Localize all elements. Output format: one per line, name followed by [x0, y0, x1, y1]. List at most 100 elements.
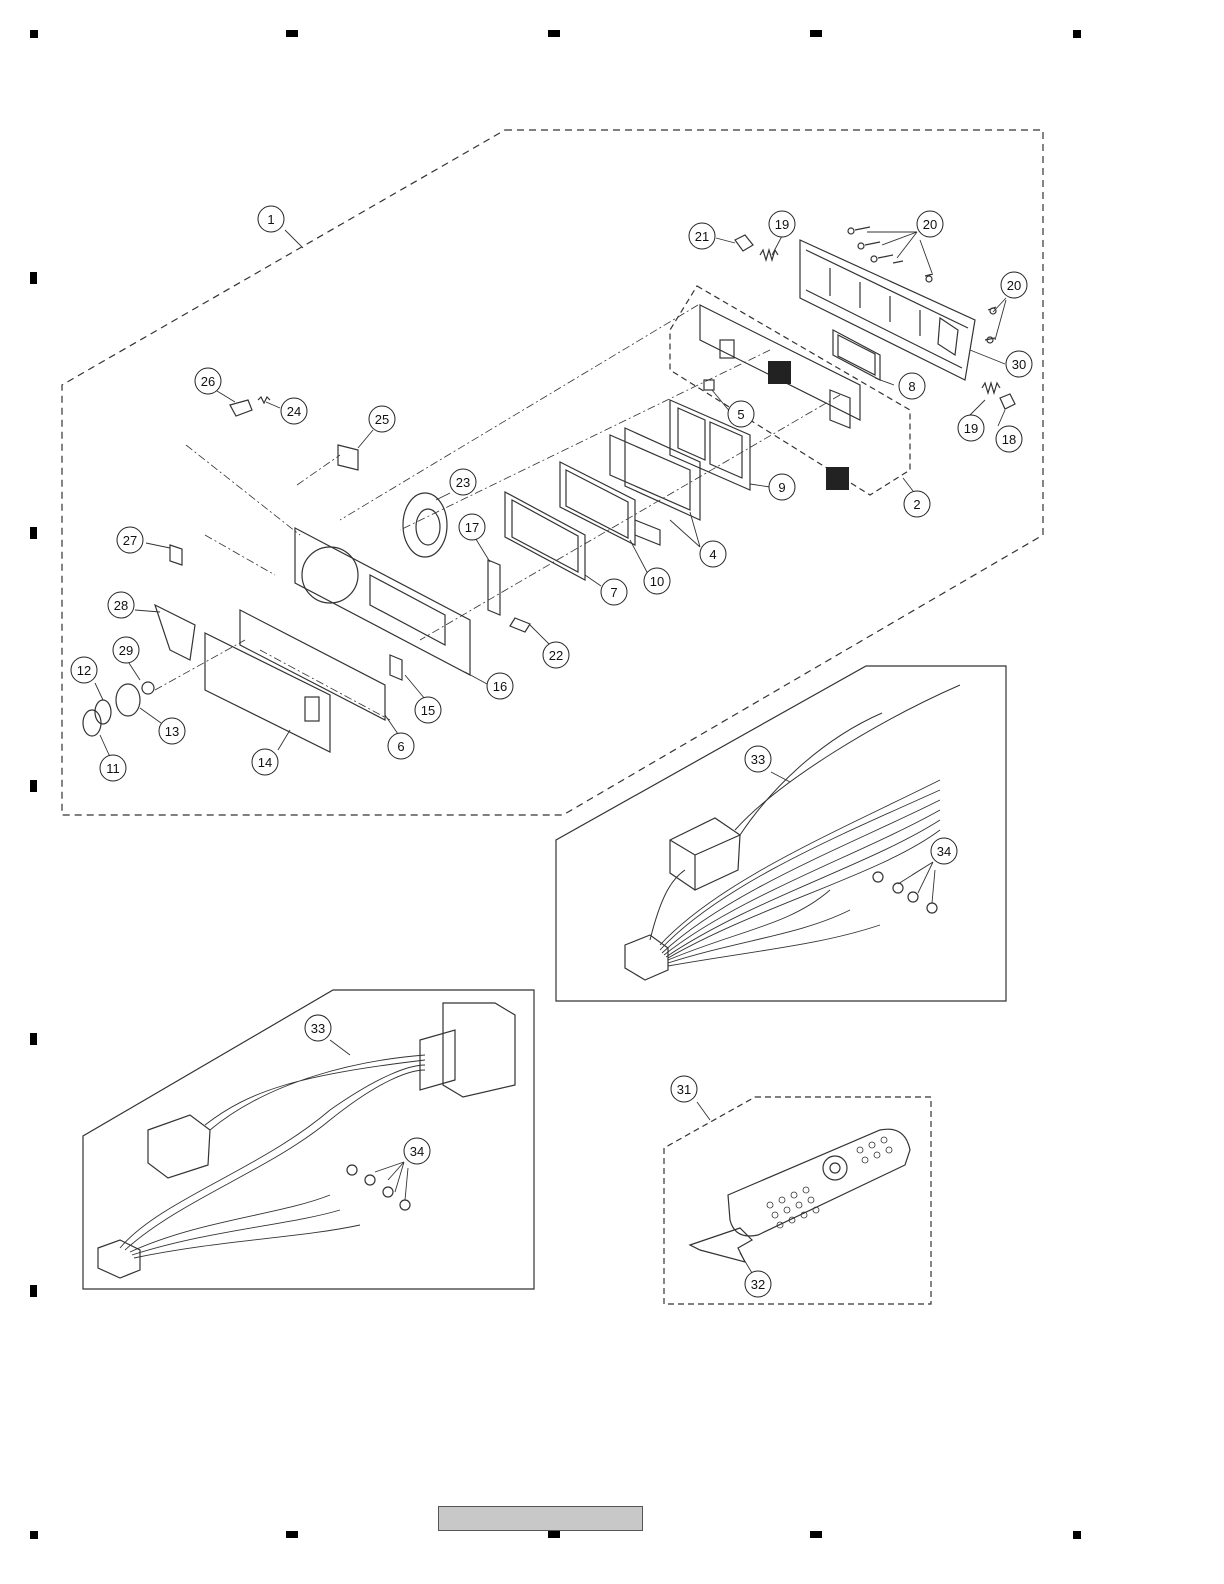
callout-29: 29 [113, 637, 139, 663]
callout-27: 27 [117, 527, 143, 553]
svg-text:20: 20 [923, 217, 937, 232]
callout-28: 28 [108, 592, 134, 618]
svg-text:2: 2 [913, 497, 920, 512]
svg-text:15: 15 [421, 703, 435, 718]
callout-19-top: 19 [769, 211, 795, 237]
svg-text:8: 8 [908, 379, 915, 394]
svg-text:24: 24 [287, 404, 301, 419]
callout-32: 32 [745, 1271, 771, 1297]
callout-21: 21 [689, 223, 715, 249]
callout-10: 10 [644, 568, 670, 594]
callout-7: 7 [601, 579, 627, 605]
remote-control [728, 1129, 910, 1236]
svg-text:32: 32 [751, 1277, 765, 1292]
svg-text:10: 10 [650, 574, 664, 589]
optical-sheets [610, 428, 700, 520]
harness-upper [625, 685, 960, 980]
callout-30: 30 [1006, 351, 1032, 377]
svg-text:5: 5 [737, 407, 744, 422]
remote-boundary [664, 1097, 931, 1304]
svg-text:31: 31 [677, 1082, 691, 1097]
callout-23: 23 [450, 469, 476, 495]
callout-17: 17 [459, 514, 485, 540]
svg-text:16: 16 [493, 679, 507, 694]
svg-text:14: 14 [258, 755, 272, 770]
remote-buttons [767, 1137, 892, 1228]
svg-text:19: 19 [964, 421, 978, 436]
svg-text:13: 13 [165, 724, 179, 739]
svg-text:20: 20 [1007, 278, 1021, 293]
remote-leaders [330, 772, 935, 1273]
svg-text:19: 19 [775, 217, 789, 232]
callout-31: 31 [671, 1076, 697, 1102]
callout-33-lower: 33 [305, 1015, 331, 1041]
svg-text:17: 17 [465, 520, 479, 535]
svg-text:9: 9 [778, 480, 785, 495]
lcd-flex [635, 520, 660, 545]
svg-text:12: 12 [77, 663, 91, 678]
svg-text:21: 21 [695, 229, 709, 244]
callout-20-top: 20 [917, 211, 943, 237]
callout-34-lower: 34 [404, 1138, 430, 1164]
svg-text:33: 33 [751, 752, 765, 767]
bracket-28 [155, 605, 195, 660]
knob-13 [116, 684, 140, 716]
svg-text:30: 30 [1012, 357, 1026, 372]
svg-text:27: 27 [123, 533, 137, 548]
callout-5: 5 [728, 401, 754, 427]
spring-24 [258, 397, 270, 403]
callout-24: 24 [281, 398, 307, 424]
callout-labels: 1 2 4 5 6 7 8 9 10 11 12 13 14 15 16 17 … [71, 206, 1032, 1297]
callout-16: 16 [487, 673, 513, 699]
front-cover [205, 633, 330, 752]
callout-26: 26 [195, 368, 221, 394]
callout-8: 8 [899, 373, 925, 399]
cover-window [305, 697, 319, 721]
part-26 [230, 400, 252, 416]
callout-15: 15 [415, 697, 441, 723]
clip-22 [510, 618, 530, 632]
svg-text:28: 28 [114, 598, 128, 613]
harness-lower [98, 1003, 515, 1278]
svg-text:22: 22 [549, 648, 563, 663]
button-15 [390, 655, 402, 680]
callout-14: 14 [252, 749, 278, 775]
marker-square [768, 361, 791, 384]
svg-text:1: 1 [267, 212, 274, 227]
lens-11 [83, 710, 101, 736]
svg-text:23: 23 [456, 475, 470, 490]
callout-25: 25 [369, 406, 395, 432]
callout-33-upper: 33 [745, 746, 771, 772]
svg-text:34: 34 [410, 1144, 424, 1159]
callout-leaders [95, 230, 1006, 757]
rear-bracket [800, 240, 975, 380]
callout-1: 1 [258, 206, 284, 232]
callout-13: 13 [159, 718, 185, 744]
callout-20-right: 20 [1001, 272, 1027, 298]
marker-square [826, 467, 849, 490]
callout-9: 9 [769, 474, 795, 500]
callout-4: 4 [700, 541, 726, 567]
svg-text:11: 11 [106, 761, 120, 776]
inner-panel-6 [240, 610, 385, 720]
callout-6: 6 [388, 733, 414, 759]
callout-12: 12 [71, 657, 97, 683]
callout-19-right: 19 [958, 415, 984, 441]
leader-lines [155, 305, 840, 720]
callout-34-upper: 34 [931, 838, 957, 864]
footer-bar [438, 1506, 643, 1531]
assembly-boundary [62, 130, 1043, 815]
svg-text:18: 18 [1002, 432, 1016, 447]
bracket-17 [488, 560, 500, 615]
svg-text:26: 26 [201, 374, 215, 389]
svg-text:34: 34 [937, 844, 951, 859]
callout-11: 11 [100, 755, 126, 781]
svg-text:33: 33 [311, 1021, 325, 1036]
part-25 [338, 445, 358, 470]
callout-22: 22 [543, 642, 569, 668]
front-chassis [295, 528, 470, 675]
ring-29 [142, 682, 154, 694]
svg-text:25: 25 [375, 412, 389, 427]
frame-8 [833, 330, 880, 380]
